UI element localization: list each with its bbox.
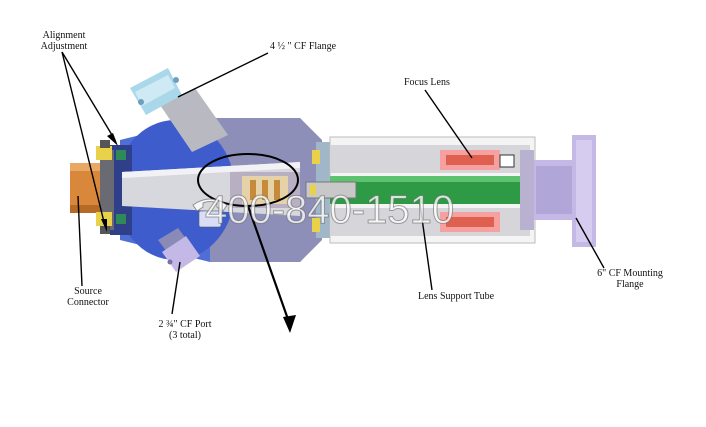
label-port-line1: 2 ¾" CF Port [158,319,212,330]
highlight-arrow-line [246,205,292,326]
alignment-arrow-head-1 [107,133,118,146]
label-source-line1: Source [74,286,102,297]
label-alignment-line2: Adjustment [40,41,88,52]
label-source-line2: Connector [67,297,109,308]
label-2-75-cf-port: 2 ¾" CF Port (3 total) [150,319,220,341]
leader-lines [61,51,605,315]
highlight-arrow-head [283,315,296,333]
bottom-port [158,228,200,272]
label-6-cf-mounting-flange: 6" CF Mounting Flange [590,268,670,290]
mounting-flange [520,135,596,247]
label-port-line2: (3 total) [169,330,201,341]
electrode-assembly [230,172,300,208]
label-source-connector: Source Connector [60,286,116,308]
alignment-arrow-head-2 [101,219,107,232]
lens-support-tube [305,176,530,204]
top-flange-tube [130,68,228,152]
label-focus-lens: Focus Lens [404,77,450,88]
phone-watermark: 400-840-1510 [204,188,455,233]
label-mount-line1: 6" CF Mounting [597,268,663,279]
phone-icon [192,198,228,228]
label-lens-support-tube: Lens Support Tube [418,291,495,302]
label-4-5-cf-flange: 4 ½ " CF Flange [270,41,337,52]
label-alignment-adjustment: Alignment Adjustment [36,30,92,52]
label-alignment-line1: Alignment [42,30,86,41]
label-mount-line2: Flange [616,279,644,290]
